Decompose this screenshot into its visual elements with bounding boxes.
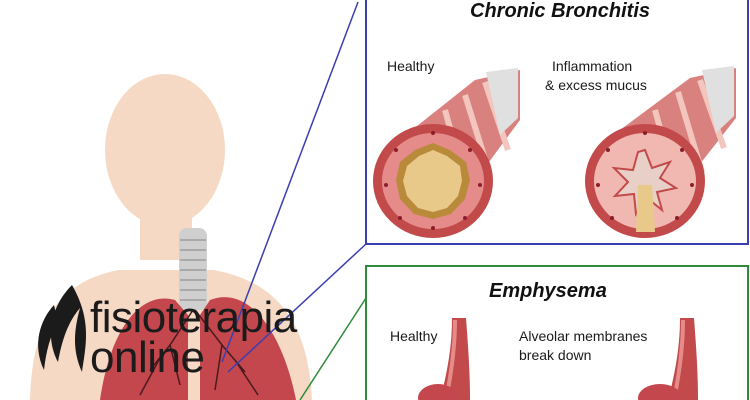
damaged-alveoli-icon	[638, 318, 698, 400]
bronchitis-healthy-label: Healthy	[387, 58, 435, 74]
connector-line-bronchitis	[221, 1, 359, 363]
brand-wordmark-line2: online	[90, 333, 205, 382]
bronchitis-diseased-label-line2: & excess mucus	[545, 77, 647, 93]
connector-line-emphysema	[299, 297, 367, 400]
trachea-icon	[179, 228, 207, 310]
emphysema-diseased-label-line1: Alveolar membranes	[519, 328, 648, 344]
healthy-bronchus-icon	[373, 68, 520, 238]
lungs-icon	[100, 297, 296, 400]
emphysema-title: Emphysema	[489, 280, 607, 302]
healthy-alveoli-icon	[418, 318, 470, 400]
bronchitis-title: Chronic Bronchitis	[470, 0, 651, 22]
bronchitis-diseased-label-line1: Inflammation	[552, 58, 633, 74]
connector-line-bronchitis-lower	[227, 243, 367, 373]
brand-wordmark-line1: fisioterapia	[90, 293, 297, 342]
inflamed-bronchus-icon	[585, 66, 736, 238]
emphysema-diseased-label-line2: break down	[519, 347, 592, 363]
brand-logo-icon	[38, 285, 87, 372]
emphysema-healthy-label: Healthy	[390, 328, 438, 344]
